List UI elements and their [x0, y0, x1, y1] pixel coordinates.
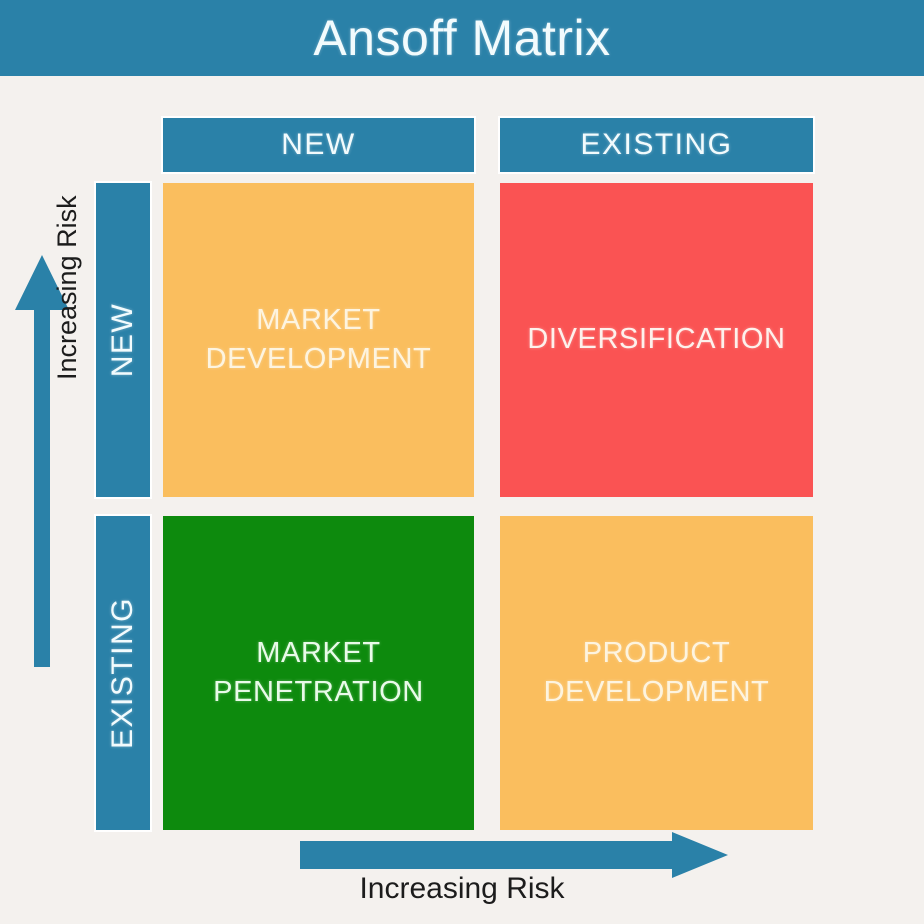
axis-label-horizontal-text: Increasing Risk: [359, 872, 565, 905]
page-title: Ansoff Matrix: [313, 10, 611, 66]
column-header-existing-label: EXISTING: [580, 128, 733, 161]
row-header-existing-label: EXISTING: [106, 596, 139, 750]
quadrant-market-penetration-label: MARKET PENETRATION: [203, 634, 434, 712]
column-header-new-label: NEW: [281, 128, 356, 161]
axis-label-vertical: Increasing Risk: [47, 120, 87, 380]
quadrant-diversification-label: DIVERSIFICATION: [517, 320, 795, 359]
quadrant-market-development-line2: DEVELOPMENT: [205, 343, 432, 375]
title-bar: Ansoff Matrix: [0, 0, 924, 76]
quadrant-product-development-line1: PRODUCT: [582, 636, 731, 669]
quadrant-market-development: MARKET DEVELOPMENT: [163, 183, 474, 497]
column-header-existing: EXISTING: [500, 118, 813, 172]
quadrant-market-penetration-line1: MARKET: [256, 636, 381, 669]
quadrant-market-penetration: MARKET PENETRATION: [163, 516, 474, 830]
quadrant-product-development: PRODUCT DEVELOPMENT: [500, 516, 813, 830]
axis-label-vertical-text: Increasing Risk: [51, 195, 82, 380]
arrow-up-icon: [15, 255, 69, 667]
quadrant-product-development-label: PRODUCT DEVELOPMENT: [534, 634, 780, 712]
axis-label-horizontal: Increasing Risk: [0, 868, 924, 910]
quadrant-market-development-label: MARKET DEVELOPMENT: [196, 301, 442, 379]
quadrant-market-penetration-line2: PENETRATION: [213, 676, 424, 708]
arrow-right-icon: [300, 832, 728, 878]
quadrant-diversification-line1: DIVERSIFICATION: [527, 323, 786, 356]
row-header-existing: EXISTING: [96, 516, 150, 830]
quadrant-product-development-line2: DEVELOPMENT: [543, 676, 770, 708]
quadrant-diversification: DIVERSIFICATION: [500, 183, 813, 497]
row-header-new: NEW: [96, 183, 150, 497]
quadrant-market-development-line1: MARKET: [256, 303, 381, 336]
column-header-new: NEW: [163, 118, 474, 172]
row-header-new-label: NEW: [106, 302, 139, 378]
